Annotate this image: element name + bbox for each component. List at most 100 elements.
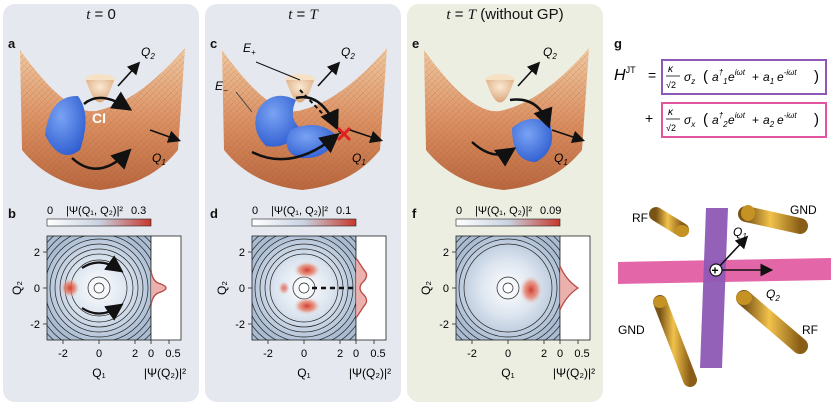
q1-label-c: Q1 xyxy=(352,151,366,167)
y-axis-label-d: Q₂ xyxy=(215,281,229,295)
density-plot-f: 0 |Ψ(Q₁, Q₂)|² 0.09 xyxy=(455,205,591,341)
marginal-tick-label-b: 0 xyxy=(148,348,154,360)
svg-text:√2: √2 xyxy=(666,123,676,133)
y-tick-label-d: 0 xyxy=(239,283,245,295)
q2-label-c: Q2 xyxy=(341,45,355,61)
label-gnd-bottom: GND xyxy=(618,323,645,337)
panel-label-e: e xyxy=(412,36,420,51)
y-tick-label-f: 2 xyxy=(443,247,449,259)
density-spot-d-lower xyxy=(293,297,321,315)
marginal-tick-label-f: 0.5 xyxy=(574,348,589,360)
density-spot-b xyxy=(60,278,80,298)
electrode-gnd-top xyxy=(738,205,808,234)
x-tick-label-d: -2 xyxy=(263,348,273,360)
x-tick-label-d: 0 xyxy=(301,348,307,360)
panel-label-g: g xyxy=(614,36,622,51)
y-tick-label-b: 2 xyxy=(34,247,40,259)
surface-plot-c: E+ E− Q2 Q1 xyxy=(215,41,387,190)
svg-text:a2: a2 xyxy=(763,113,775,129)
panel-label-b: b xyxy=(8,206,16,221)
hamiltonian-plus: + xyxy=(645,110,653,126)
colorbar-min-b: 0 xyxy=(47,205,53,217)
wavepacket-a xyxy=(45,95,86,155)
y-tick-label-d: 2 xyxy=(239,247,245,259)
colorbar-title-f: |Ψ(Q₁, Q₂)|² xyxy=(475,205,532,217)
x-tick-label-f: -2 xyxy=(467,348,477,360)
y-tick-label-f: -2 xyxy=(439,319,449,331)
surface-plot-e: Q2 Q1 xyxy=(424,45,589,190)
svg-text:eiωt: eiωt xyxy=(728,68,746,84)
x-tick-label-b: -2 xyxy=(58,348,68,360)
ion-trap: + RF GND GND RF Q1 Q2 xyxy=(618,203,831,387)
wavepacket-e xyxy=(512,118,553,162)
panel-label-a: a xyxy=(8,36,16,51)
svg-text:κ: κ xyxy=(668,107,674,118)
svg-text:eiωt: eiωt xyxy=(728,111,746,127)
hamiltonian: HJT = + κ √2 σz ( a†1 eiωt + a1 e-iωt ) … xyxy=(614,59,827,138)
marginal-axis-label-f: |Ψ(Q₂)|² xyxy=(553,366,595,380)
hamiltonian-equals: = xyxy=(648,67,656,83)
svg-text:): ) xyxy=(814,111,819,128)
panel-label-f: f xyxy=(412,206,417,221)
x-tick-label-d: 2 xyxy=(337,348,343,360)
svg-text:σx: σx xyxy=(684,113,696,129)
trap-q2-label: Q2 xyxy=(766,287,780,303)
svg-text:κ: κ xyxy=(668,64,674,75)
svg-text:): ) xyxy=(814,68,819,85)
panel-label-c: c xyxy=(210,36,218,51)
y-tick-label-d: -2 xyxy=(235,319,245,331)
svg-text:a†1: a†1 xyxy=(712,68,728,86)
q1-label-a: Q1 xyxy=(152,151,166,167)
svg-text:e-iωt: e-iωt xyxy=(777,68,797,84)
colorbar-max-f: 0.09 xyxy=(540,205,561,217)
marginal-tick-label-d: 0 xyxy=(353,348,359,360)
density-spot-f xyxy=(519,275,543,305)
marginal-tick-label-f: 0 xyxy=(557,348,563,360)
colorbar-f xyxy=(455,218,561,227)
x-axis-label-d: Q₁ xyxy=(297,366,310,380)
x-axis-label-b: Q₁ xyxy=(92,366,105,380)
marginal-tick-label-d: 0.5 xyxy=(370,348,385,360)
colorbar-min-d: 0 xyxy=(252,205,258,217)
marginal-axis-label-b: |Ψ(Q₂)|² xyxy=(144,366,186,380)
column-title-2: t = T xyxy=(288,6,318,23)
e-minus-label: E− xyxy=(215,79,228,95)
electrode-gnd-bottom xyxy=(653,295,697,387)
q2-label-a: Q2 xyxy=(141,45,155,61)
trap-q1-label: Q1 xyxy=(733,225,747,241)
e-plus-label: E+ xyxy=(243,41,256,57)
svg-text:(: ( xyxy=(703,111,708,128)
label-rf-top: RF xyxy=(632,211,648,225)
marginal-tick-label-b: 0.5 xyxy=(165,348,180,360)
colorbar-max-d: 0.1 xyxy=(336,205,351,217)
y-tick-label-b: 0 xyxy=(34,283,40,295)
label-rf-bottom: RF xyxy=(802,323,818,337)
panel-label-d: d xyxy=(210,206,218,221)
svg-text:a†2: a†2 xyxy=(712,111,728,129)
svg-text:a1: a1 xyxy=(763,70,774,86)
svg-text:+: + xyxy=(752,113,759,127)
colorbar-max-b: 0.3 xyxy=(131,205,146,217)
svg-text:e-iωt: e-iωt xyxy=(777,111,797,127)
x-tick-label-f: 0 xyxy=(505,348,511,360)
colorbar-title-d: |Ψ(Q₁, Q₂)|² xyxy=(271,205,328,217)
density-spot-d-upper xyxy=(293,261,321,279)
x-tick-label-b: 2 xyxy=(132,348,138,360)
rotation-arrow-top xyxy=(83,91,133,111)
colorbar-d xyxy=(251,218,357,227)
term2-box xyxy=(661,102,827,138)
q1-label-e: Q1 xyxy=(554,151,568,167)
x-tick-label-f: 2 xyxy=(541,348,547,360)
electrode-rf-top xyxy=(649,207,689,237)
ion-charge: + xyxy=(712,264,719,278)
x-axis-label-f: Q₁ xyxy=(501,366,514,380)
electrode-rf-bottom xyxy=(736,290,808,354)
column-title-1: t = 0 xyxy=(86,6,116,23)
term1-box xyxy=(661,59,827,95)
q2-label-e: Q2 xyxy=(543,45,557,61)
rotation-arrow-bottom xyxy=(71,148,132,170)
beam-q1 xyxy=(700,208,728,368)
